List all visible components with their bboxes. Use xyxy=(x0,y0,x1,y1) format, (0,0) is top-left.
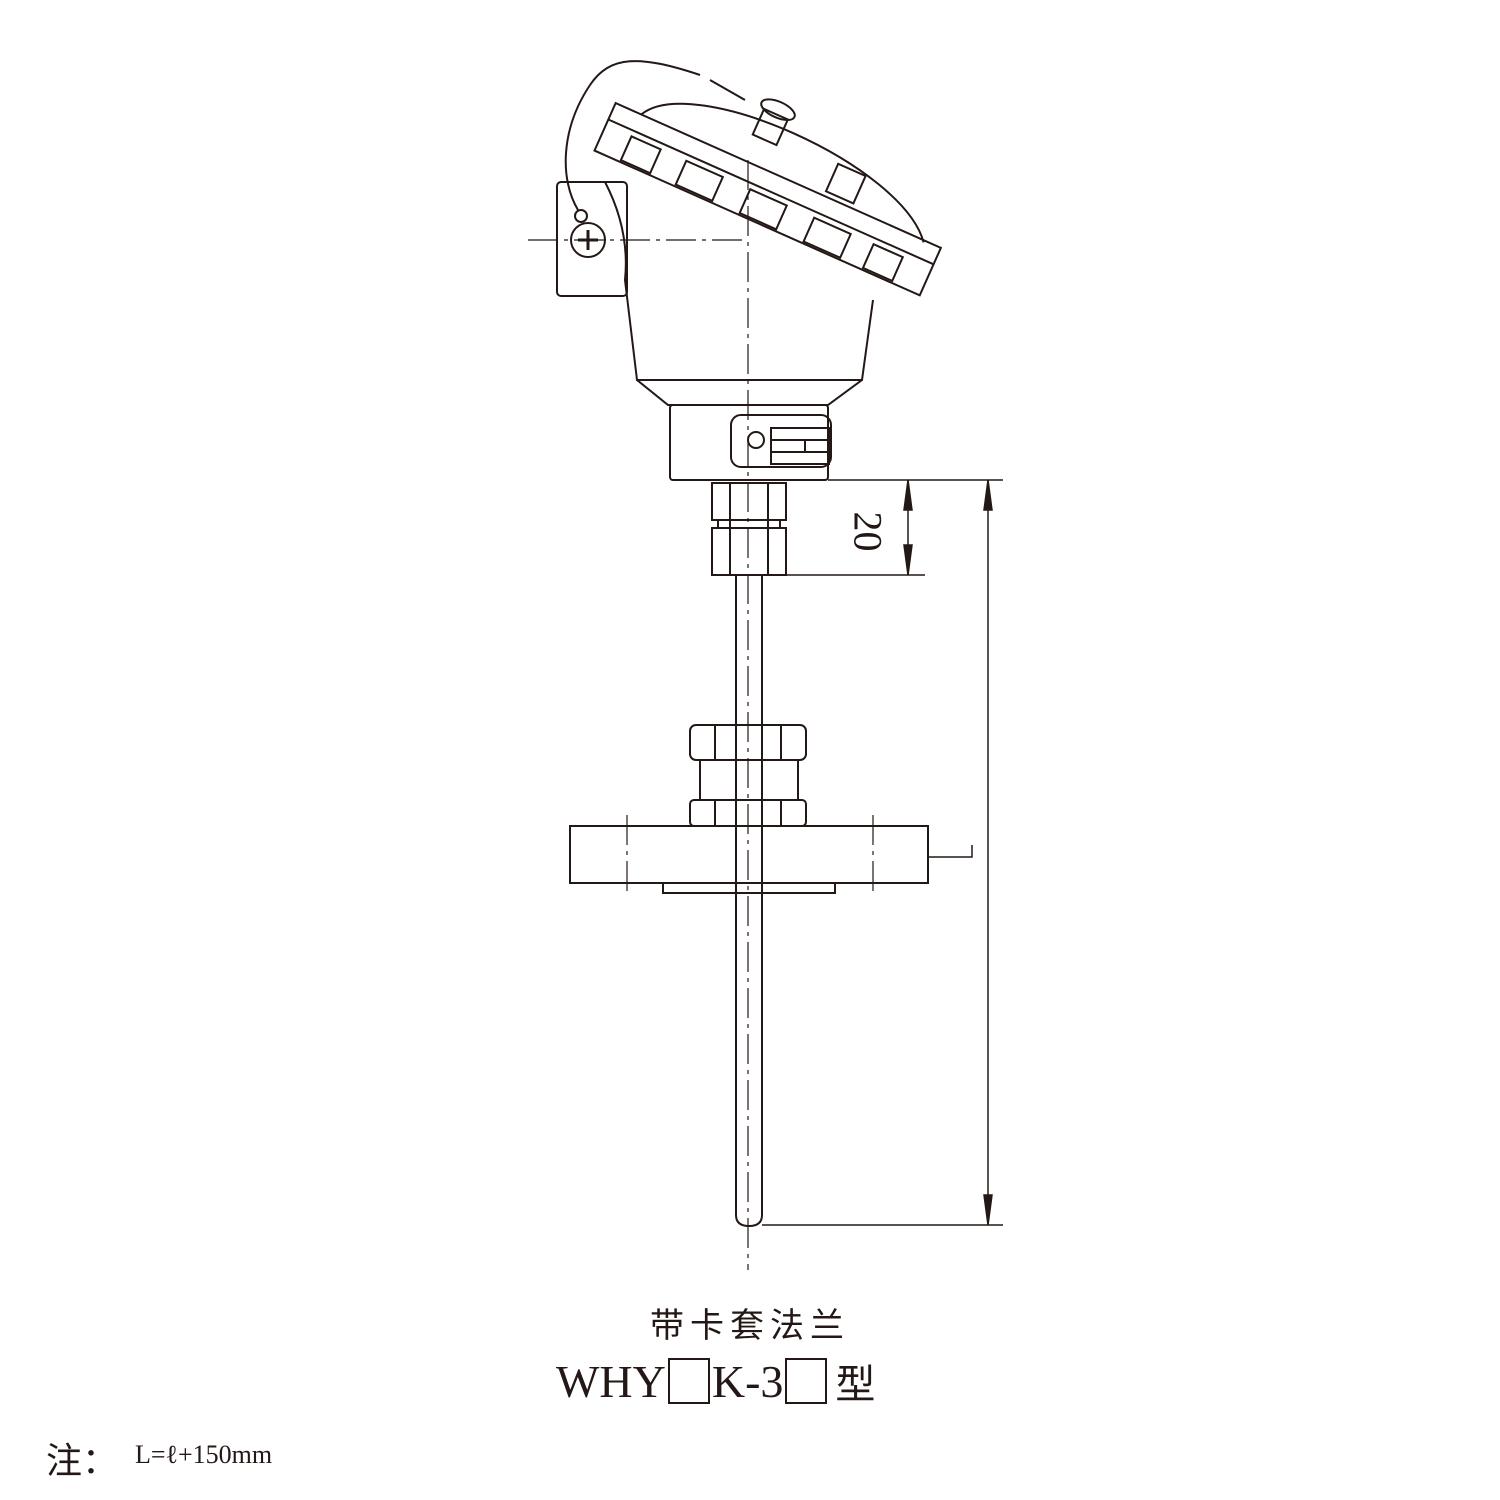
flange xyxy=(569,825,929,884)
model-placeholder-box xyxy=(785,1358,828,1404)
chain-wire xyxy=(564,60,701,211)
chain-wire-end xyxy=(709,79,746,101)
gasket xyxy=(662,882,836,894)
head-body xyxy=(604,181,874,381)
clamp-lines xyxy=(771,439,829,453)
cap-ring xyxy=(593,101,943,297)
ferrule-ring xyxy=(717,519,781,529)
compression-nut-lower xyxy=(711,527,787,576)
cap-dome xyxy=(640,102,925,243)
model-number: WHY K-3 型 xyxy=(556,1352,875,1410)
model-placeholder-box xyxy=(667,1358,710,1404)
clamp-plate xyxy=(770,427,830,465)
flange-leader xyxy=(928,845,973,858)
note-text: L=ℓ+150mm xyxy=(135,1440,273,1469)
cap-screw xyxy=(751,107,790,147)
note-label: 注： xyxy=(46,1441,119,1482)
sheath-tube xyxy=(735,575,763,1228)
mounting-bracket xyxy=(556,181,628,297)
cap-plug xyxy=(824,162,867,205)
bracket-screw-icon xyxy=(570,222,606,258)
model-middle: K-3 xyxy=(711,1355,784,1407)
neck-clamp xyxy=(730,414,832,468)
threaded-body xyxy=(699,759,799,801)
dimension-20-label: 20 xyxy=(845,511,891,552)
head-taper xyxy=(636,379,863,406)
neck-screw-icon xyxy=(747,431,765,449)
drawing-title: 带卡套法兰 xyxy=(650,1306,850,1346)
model-suffix: 型 xyxy=(835,1362,876,1408)
head-cap xyxy=(593,98,943,297)
wire-eyelet xyxy=(574,209,588,223)
compression-nut-upper xyxy=(711,482,787,521)
model-prefix: WHY xyxy=(556,1355,666,1407)
dimension-lines xyxy=(762,479,1003,1226)
